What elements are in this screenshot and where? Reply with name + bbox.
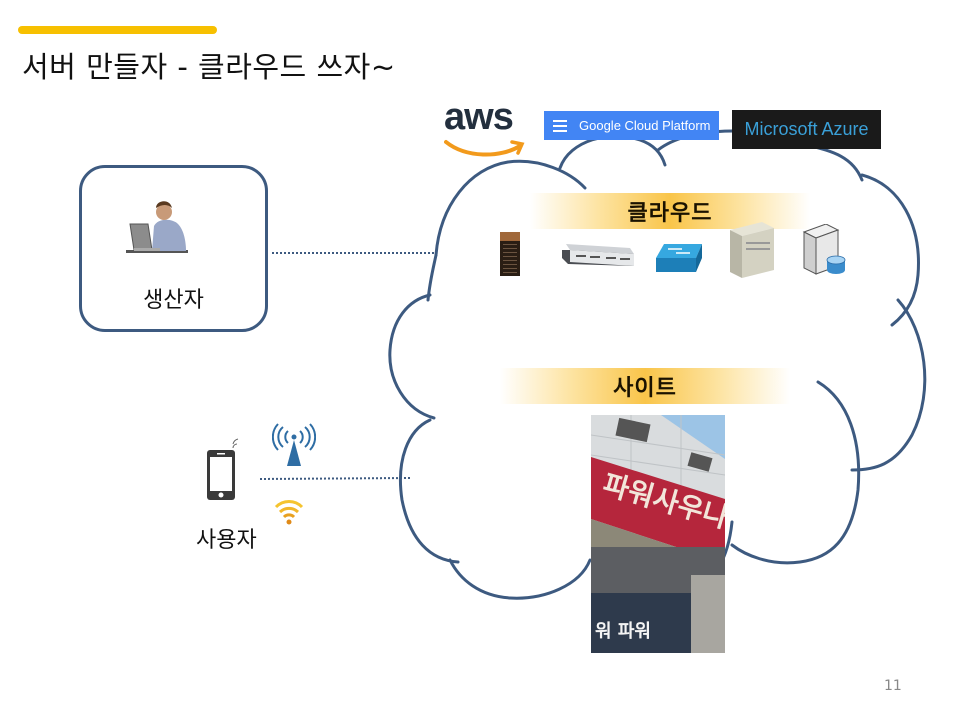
aws-smile-arrow-icon (444, 140, 525, 157)
page-number: 11 (884, 678, 902, 694)
door-text: 워 파워 (595, 620, 651, 642)
producer-box: 생산자 (79, 165, 268, 332)
user-label: 사용자 (196, 528, 257, 553)
antenna-tower-icon (272, 423, 316, 466)
user-connector-line (259, 477, 411, 480)
title-accent-bar (18, 26, 217, 34)
network-appliance-icon (562, 244, 634, 266)
tower-server-icon (730, 222, 774, 278)
site-banner: 사이트 (500, 368, 790, 404)
azure-badge: Microsoft Azure (732, 110, 881, 149)
rack-server-icon (500, 232, 520, 276)
azure-label: Microsoft Azure (744, 119, 869, 139)
cloud-banner-label: 클라우드 (627, 201, 713, 226)
site-banner-label: 사이트 (613, 376, 677, 401)
aws-logo: aws (444, 96, 526, 160)
sauna-building-photo: 파워사우나 워 파워 (591, 415, 725, 653)
gcp-label: Google Cloud Platform (579, 118, 711, 133)
slide-title: 서버 만들자 - 클라우드 쓰자~ (22, 50, 396, 84)
network-switch-icon (656, 244, 702, 272)
gcp-badge: Google Cloud Platform (544, 111, 719, 140)
hamburger-menu-icon (553, 119, 567, 132)
aws-text: aws (444, 96, 514, 138)
database-server-icon (802, 224, 846, 275)
producer-label: 생산자 (143, 288, 204, 313)
site-photo: 파워사우나 워 파워 (591, 415, 725, 653)
smartphone-icon (207, 438, 239, 500)
wifi-icon (274, 500, 304, 525)
person-at-laptop-icon (126, 201, 188, 253)
